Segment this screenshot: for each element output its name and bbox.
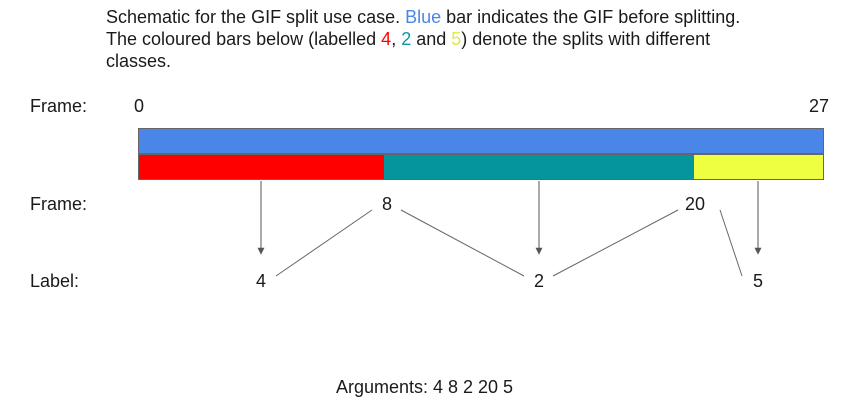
split-segment-4 [139, 155, 384, 179]
frame-end: 27 [808, 96, 830, 116]
label-4: 4 [255, 271, 267, 291]
line-frame-20-to-label-5 [719, 209, 743, 277]
caption-label-4: 4 [381, 29, 392, 49]
line-frame-20-to-label-2 [552, 209, 679, 277]
line-frame-8-to-label-4 [275, 209, 373, 277]
frame-row-label-mid: Frame: [30, 194, 88, 214]
label-5: 5 [752, 271, 764, 291]
arguments-text: Arguments: 4 8 2 20 5 [335, 377, 514, 397]
caption-line-1: Schematic for the GIF split use case. Bl… [106, 7, 741, 27]
caption-label-5: 5 [451, 29, 462, 49]
full-gif-fill [139, 129, 823, 153]
frame-split-1: 8 [381, 194, 393, 214]
caption-label-2: 2 [401, 29, 412, 49]
split-bar [138, 154, 824, 180]
caption: Schematic for the GIF split use case. Bl… [106, 6, 846, 72]
frame-start: 0 [133, 96, 145, 116]
label-row-label: Label: [30, 271, 80, 291]
split-segment-2 [384, 155, 694, 179]
frame-split-2: 20 [684, 194, 706, 214]
caption-blue-word: Blue [405, 7, 442, 27]
caption-line-2: The coloured bars below (labelled 4, 2 a… [106, 29, 711, 49]
label-2: 2 [533, 271, 545, 291]
split-segment-5 [694, 155, 823, 179]
caption-line-3: classes. [106, 51, 172, 71]
full-gif-bar [138, 128, 824, 154]
line-frame-8-to-label-2 [400, 209, 525, 277]
frame-row-label-top: Frame: [30, 96, 88, 116]
